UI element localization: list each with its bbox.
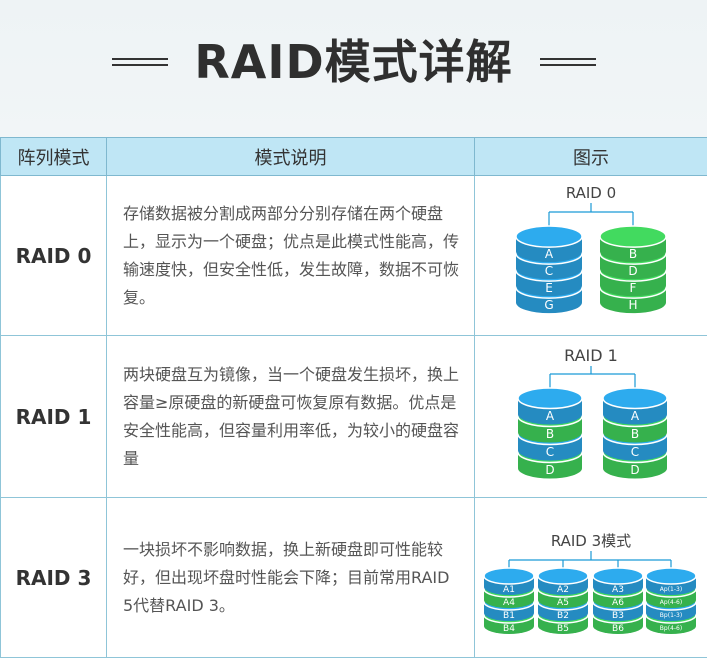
diagram-label: RAID 1 [564, 346, 618, 365]
disk-segment-label: B1 [503, 611, 515, 621]
disk-segment-top [518, 388, 582, 408]
disk-segment-top [600, 226, 666, 247]
raid3-diagram: RAID 3模式B4B1A4A1B5B2A5A2B6B3A6A3Bp(4-6)B… [475, 498, 707, 653]
disk-segment-label: G [544, 298, 553, 312]
disk-segment-label: D [630, 463, 639, 477]
disk-segment-top [516, 226, 582, 247]
disk-segment-label: Bp(1-3) [660, 612, 682, 619]
disk-segment-label: B6 [612, 624, 624, 634]
mode-cell: RAID 0 [1, 176, 107, 336]
diagram-label: RAID 0 [566, 184, 616, 202]
disk-segment-top [593, 568, 643, 584]
disk-segment-label: B5 [557, 624, 569, 634]
header-mode: 阵列模式 [1, 138, 107, 176]
disk-icon: Bp(4-6) Bp(1-3) Ap(4-6) Ap(1-3) [646, 568, 696, 634]
disk-segment-label: A3 [612, 585, 624, 595]
disk-segment-label: Bp(4-6) [660, 625, 682, 632]
disk-segment-label: B [629, 247, 637, 261]
disk-segment-label: A [631, 409, 640, 423]
mode-cell: RAID 1 [1, 336, 107, 498]
desc-cell: 一块损坏不影响数据，换上新硬盘即可性能较好，但出现坏盘时性能会下降；目前常用RA… [107, 498, 475, 658]
disk-icon: B5 B2 A5 A2 [538, 568, 588, 634]
disk-segment-label: A [546, 409, 555, 423]
disk-segment-label: B4 [503, 624, 515, 634]
disk-segment-top [484, 568, 534, 584]
disk-segment-label: C [546, 445, 554, 459]
table-row: RAID 1 两块硬盘互为镜像，当一个硬盘发生损坏，换上容量≥原硬盘的新硬盘可恢… [1, 336, 707, 498]
mode-cell: RAID 3 [1, 498, 107, 658]
disk-segment-label: A2 [557, 585, 569, 595]
title-area: RAID模式详解 [0, 0, 707, 128]
disk-segment-label: Ap(4-6) [660, 599, 682, 606]
disk-segment-label: A4 [503, 598, 515, 608]
title-decoration-right [540, 58, 596, 68]
disk-segment-label: Ap(1-3) [660, 586, 682, 593]
disk-segment-label: B3 [612, 611, 624, 621]
disk-segment-label: F [630, 281, 637, 295]
disk-segment-label: A1 [503, 585, 515, 595]
disk-segment-label: B [546, 427, 554, 441]
desc-cell: 存储数据被分割成两部分分别存储在两个硬盘上，显示为一个硬盘；优点是此模式性能高，… [107, 176, 475, 336]
header-desc: 模式说明 [107, 138, 475, 176]
disk-segment-label: C [631, 445, 639, 459]
disk-segment-label: H [628, 298, 637, 312]
table-row: RAID 3 一块损坏不影响数据，换上新硬盘即可性能较好，但出现坏盘时性能会下降… [1, 498, 707, 658]
disk-segment-top [538, 568, 588, 584]
table-row: RAID 0 存储数据被分割成两部分分别存储在两个硬盘上，显示为一个硬盘；优点是… [1, 176, 707, 336]
disk-segment-label: A6 [612, 598, 624, 608]
disk-segment-label: A5 [557, 598, 569, 608]
disk-segment-label: B2 [557, 611, 569, 621]
disk-segment-top [603, 388, 667, 408]
raid-table: 阵列模式 模式说明 图示 RAID 0 存储数据被分割成两部分分别存储在两个硬盘… [0, 137, 707, 658]
disk-segment-label: D [628, 264, 637, 278]
disk-segment-label: D [545, 463, 554, 477]
disk-segment-label: B [631, 427, 639, 441]
disk-segment-top [646, 568, 696, 584]
disk-icon: B6 B3 A6 A3 [593, 568, 643, 634]
disk-segment-label: C [545, 264, 553, 278]
disk-icon: B4 B1 A4 A1 [484, 568, 534, 634]
page-title: RAID模式详解 [0, 26, 707, 92]
table-header-row: 阵列模式 模式说明 图示 [1, 138, 707, 176]
header-pic: 图示 [475, 138, 707, 176]
disk-segment-label: A [545, 247, 554, 261]
desc-cell: 两块硬盘互为镜像，当一个硬盘发生损坏，换上容量≥原硬盘的新硬盘可恢复原有数据。优… [107, 336, 475, 498]
diagram-label: RAID 3模式 [551, 532, 631, 550]
disk-segment-label: E [545, 281, 553, 295]
